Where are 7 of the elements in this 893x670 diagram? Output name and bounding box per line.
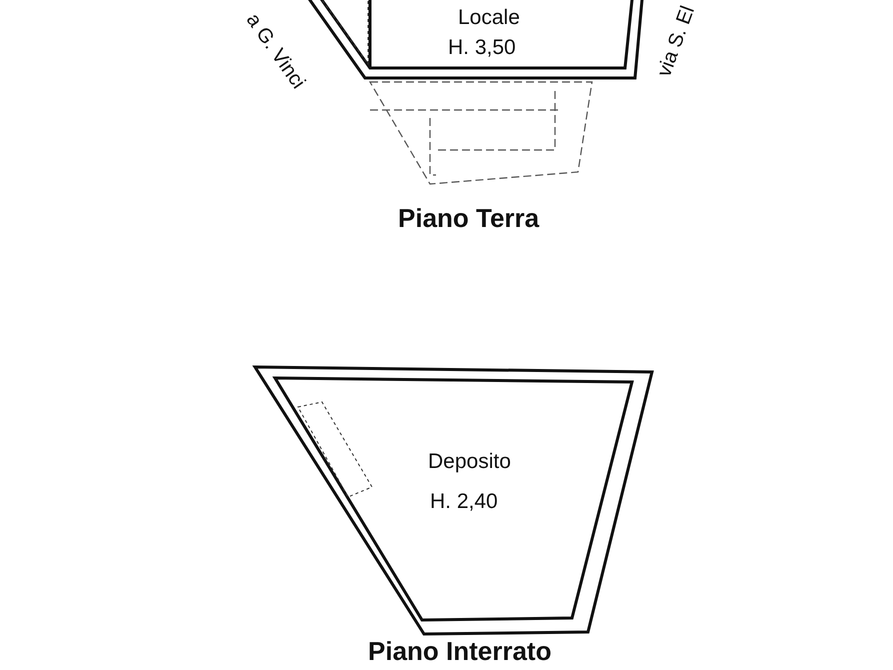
room-name: Deposito — [428, 450, 511, 474]
street-name: via S. El — [653, 3, 700, 80]
room-name: Locale — [458, 6, 520, 30]
floor-title: Piano Terra — [398, 203, 540, 234]
floor-title: Piano Interrato — [368, 636, 552, 667]
ceiling-height: H. 3,50 — [448, 36, 516, 60]
ceiling-height: H. 2,40 — [430, 490, 498, 514]
